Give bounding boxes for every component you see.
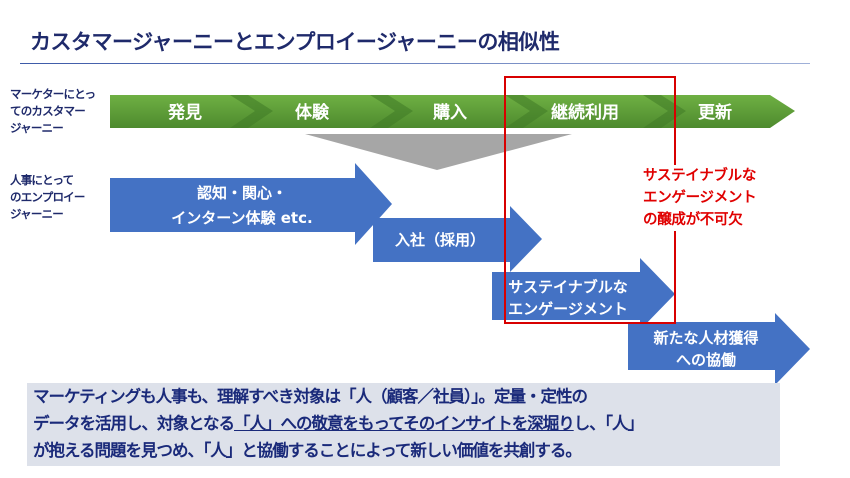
engagement-text: エンゲージメント [508,300,628,318]
label-line: ジャーニー [10,207,64,221]
label-line: てのカスタマー [10,104,86,118]
page-title: カスタマージャーニーとエンプロイージャーニーの相似性 [30,30,560,54]
label-line: マーケターにとっ [10,87,96,101]
summary-line: データを活用し、対象となる「人」への敬意をもってそのインサイトを深堀りし、「人」 [33,410,780,437]
awareness-text: 認知・関心・ [197,184,287,202]
stage-continued-use: 継続利用 [551,102,619,123]
callout-text: サステイナブルな エンゲージメント の醸成が不可欠 [643,165,813,231]
arrow-hiring [373,206,542,272]
collaboration-text: への協働 [676,351,736,369]
customer-journey-band [110,95,795,128]
callout-line: エンゲージメント [643,190,757,206]
callout-line: サステイナブルな [643,168,757,184]
chevron-divider [370,95,413,128]
chevron-divider [505,95,548,128]
engagement-text: サステイナブルな [508,278,627,296]
summary-line: が抱える問題を見つめ、「人」と協働することによって新しい価値を共創する。 [33,441,582,460]
hr-label: 人事にとって のエンプロイー ジャーニー [10,172,85,223]
stage-experience: 体験 [295,102,330,123]
arrow-awareness [110,163,392,245]
label-line: 人事にとって [10,173,74,187]
stage-discover: 発見 [167,102,202,123]
summary-text: し、「人」 [573,414,644,433]
label-line: のエンプロイー [10,190,85,204]
summary-text: データを活用し、対象となる [33,414,235,433]
arrow-collaboration [628,313,810,385]
summary-underlined-text: 「人」への敬意をもってそのインサイトを深堀り [234,414,575,433]
callout-line: の醸成が不可欠 [643,212,743,228]
chevron-divider [643,95,686,128]
hiring-text: 入社（採用） [395,231,485,249]
funnel-shape [305,134,572,170]
chevron-divider [230,95,273,128]
title-divider [20,63,810,64]
awareness-text: インターン体験 etc. [171,209,312,227]
arrow-engagement [492,258,675,330]
collaboration-text: 新たな人材獲得 [653,329,758,347]
label-line: ジャーニー [10,121,64,135]
stage-renewal: 更新 [698,102,732,123]
summary-line: マーケティングも人事も、理解すべき対象は「人（顧客／社員）」。定量・定性の [33,387,588,406]
marketer-label: マーケターにとっ てのカスタマー ジャーニー [10,86,96,137]
summary-box: マーケティングも人事も、理解すべき対象は「人（顧客／社員）」。定量・定性の デー… [27,383,780,466]
stage-purchase: 購入 [433,102,467,123]
